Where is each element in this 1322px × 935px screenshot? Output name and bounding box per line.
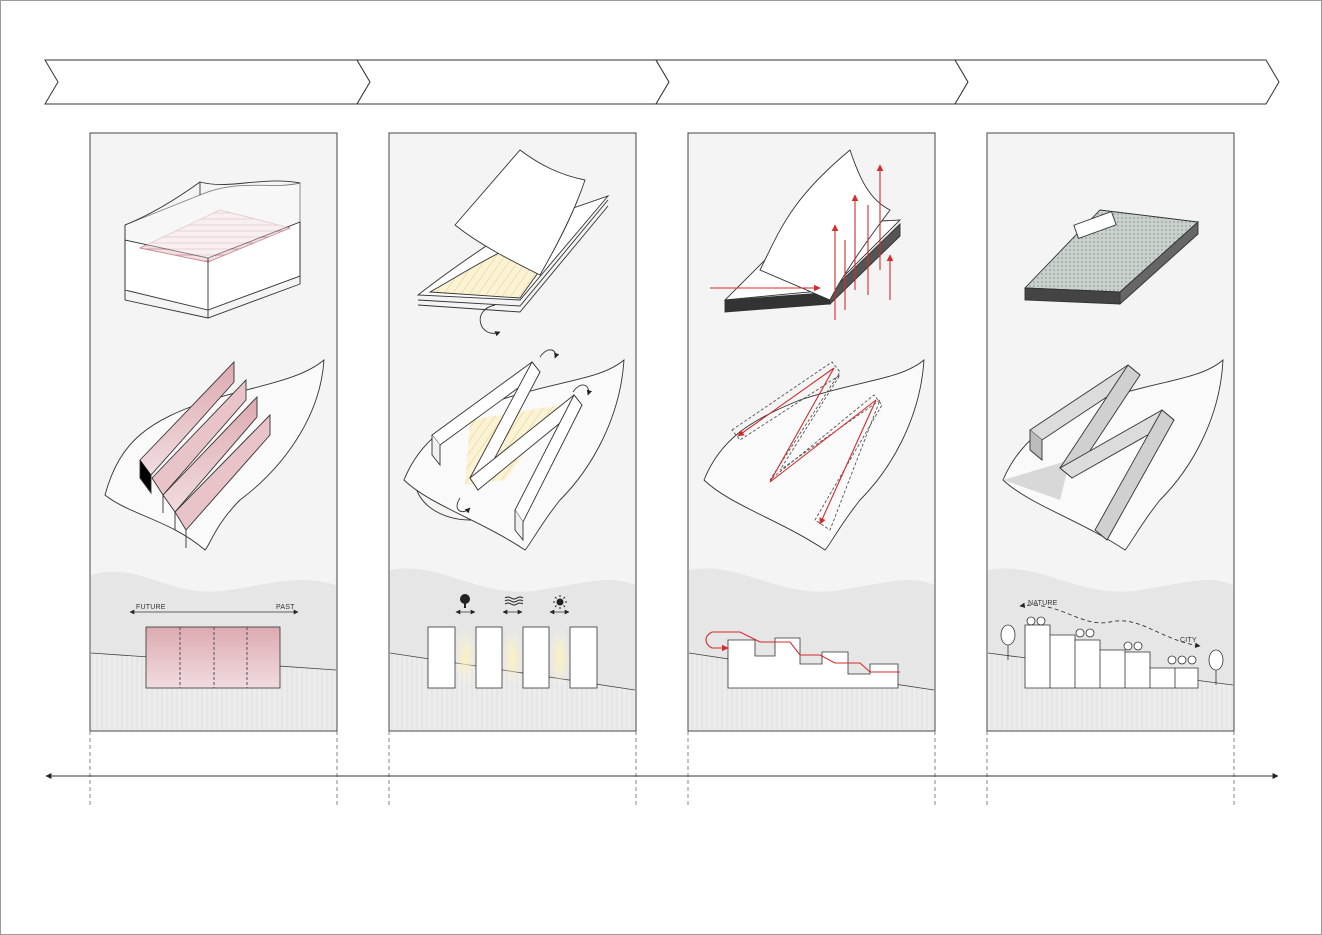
- chevron-step-1: [45, 60, 370, 104]
- panel-4: NATURE CITY: [987, 133, 1234, 731]
- future-label: FUTURE: [136, 604, 166, 611]
- panel-3: [688, 133, 935, 731]
- panel-2: [389, 133, 636, 731]
- city-label: CITY: [1180, 637, 1197, 644]
- chevron-step-4: [955, 60, 1279, 104]
- panel-1: FUTURE PAST: [90, 133, 337, 731]
- panel-guides: [90, 731, 1234, 806]
- nature-label: NATURE: [1028, 600, 1058, 607]
- past-label: PAST: [276, 604, 295, 611]
- chevron-header: [45, 60, 1279, 104]
- layered-block: [146, 627, 280, 688]
- chevron-step-2: [357, 60, 669, 104]
- chevron-step-3: [656, 60, 968, 104]
